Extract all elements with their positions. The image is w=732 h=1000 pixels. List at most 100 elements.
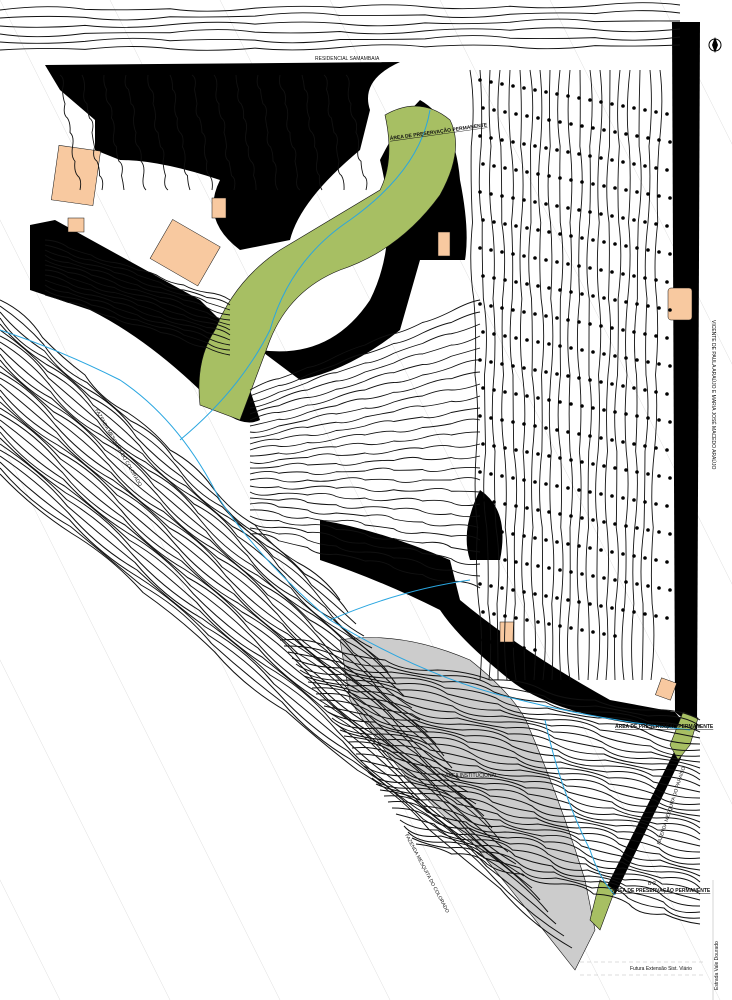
lot-marker — [632, 610, 636, 614]
lot-marker — [514, 448, 518, 452]
lot-marker — [635, 526, 639, 530]
grid-line — [0, 439, 281, 1000]
lot-marker — [624, 188, 628, 192]
lot-marker — [613, 634, 617, 638]
contour-line — [339, 729, 701, 811]
contour-line — [249, 347, 481, 415]
lot-marker — [533, 648, 537, 652]
lot-marker — [547, 286, 551, 290]
contour-line — [249, 359, 481, 421]
lot-marker — [657, 362, 661, 366]
lot-marker — [511, 476, 515, 480]
lot-marker — [654, 110, 658, 114]
lot-marker — [577, 488, 581, 492]
lot-marker — [569, 458, 573, 462]
lot-marker — [555, 484, 559, 488]
lot-marker — [547, 230, 551, 234]
contour-line — [249, 491, 481, 507]
contour-line — [347, 741, 701, 823]
contour-line — [407, 831, 701, 913]
lot-marker — [481, 162, 485, 166]
lot-marker — [599, 268, 603, 272]
lot-marker — [500, 82, 504, 86]
lot-marker — [643, 220, 647, 224]
contour-line — [249, 395, 481, 439]
lot-marker — [547, 622, 551, 626]
contour-line — [497, 69, 508, 681]
lot-marker — [668, 476, 672, 480]
lot-marker — [500, 138, 504, 142]
contour-line — [213, 74, 236, 191]
lot-marker — [514, 280, 518, 284]
lot-marker — [657, 250, 661, 254]
contour-line — [81, 74, 104, 191]
lot-marker — [610, 158, 614, 162]
stream-main — [0, 329, 471, 621]
contour-line — [44, 249, 231, 311]
contour-line — [650, 69, 663, 681]
contour-line — [0, 365, 429, 733]
contour-line — [44, 254, 231, 316]
lot-marker — [544, 314, 548, 318]
lot-marker — [580, 124, 584, 128]
lot-marker — [643, 500, 647, 504]
lot-marker — [558, 288, 562, 292]
lot-marker — [602, 352, 606, 356]
lot-5 — [667, 287, 693, 321]
lot-marker — [547, 510, 551, 514]
lot-marker — [580, 628, 584, 632]
lot-marker — [621, 440, 625, 444]
lot-marker — [569, 514, 573, 518]
contour-line — [0, 455, 549, 913]
contour-line — [614, 69, 622, 681]
lot-marker — [544, 258, 548, 262]
lot-marker — [481, 106, 485, 110]
stream-south — [329, 619, 691, 731]
lot-marker — [643, 164, 647, 168]
lot-marker — [478, 470, 482, 474]
lot-marker — [555, 428, 559, 432]
lot-marker — [646, 136, 650, 140]
contour-line — [249, 527, 481, 577]
lot-marker — [566, 262, 570, 266]
lot-marker — [481, 218, 485, 222]
contour-line — [249, 455, 481, 469]
lot-marker — [500, 586, 504, 590]
contour-line — [0, 437, 525, 877]
lot-marker — [566, 206, 570, 210]
contour-line — [631, 69, 642, 681]
lot-marker — [511, 196, 515, 200]
contour-line — [323, 74, 345, 191]
streams — [0, 109, 691, 896]
lot-marker — [558, 120, 562, 124]
lot-marker — [591, 350, 595, 354]
contour-line — [343, 735, 701, 817]
contour-line — [0, 443, 533, 889]
lot-marker — [500, 306, 504, 310]
lot-marker — [577, 432, 581, 436]
lot-marker — [536, 284, 540, 288]
contour-line — [0, 401, 477, 805]
lot-marker — [602, 464, 606, 468]
lot-marker — [668, 532, 672, 536]
lot-marker — [478, 414, 482, 418]
contour-line — [0, 449, 541, 901]
lot-marker — [533, 480, 537, 484]
lot-marker — [569, 346, 573, 350]
lot-marker — [478, 582, 482, 586]
contour-line — [576, 69, 583, 681]
lot-marker — [657, 474, 661, 478]
lot-marker — [602, 184, 606, 188]
lot-marker — [558, 176, 562, 180]
lot-marker — [569, 570, 573, 574]
label-app-mid: ÁREA DE PRESERVAÇÃO PERMANENTE — [615, 723, 714, 730]
lot-marker — [613, 410, 617, 414]
lot-marker — [481, 274, 485, 278]
lot-marker — [591, 518, 595, 522]
lot-marker — [591, 294, 595, 298]
lot-marker — [668, 588, 672, 592]
lot-marker — [624, 580, 628, 584]
lot-marker — [481, 554, 485, 558]
lot-marker — [580, 572, 584, 576]
contour-line — [249, 335, 481, 409]
